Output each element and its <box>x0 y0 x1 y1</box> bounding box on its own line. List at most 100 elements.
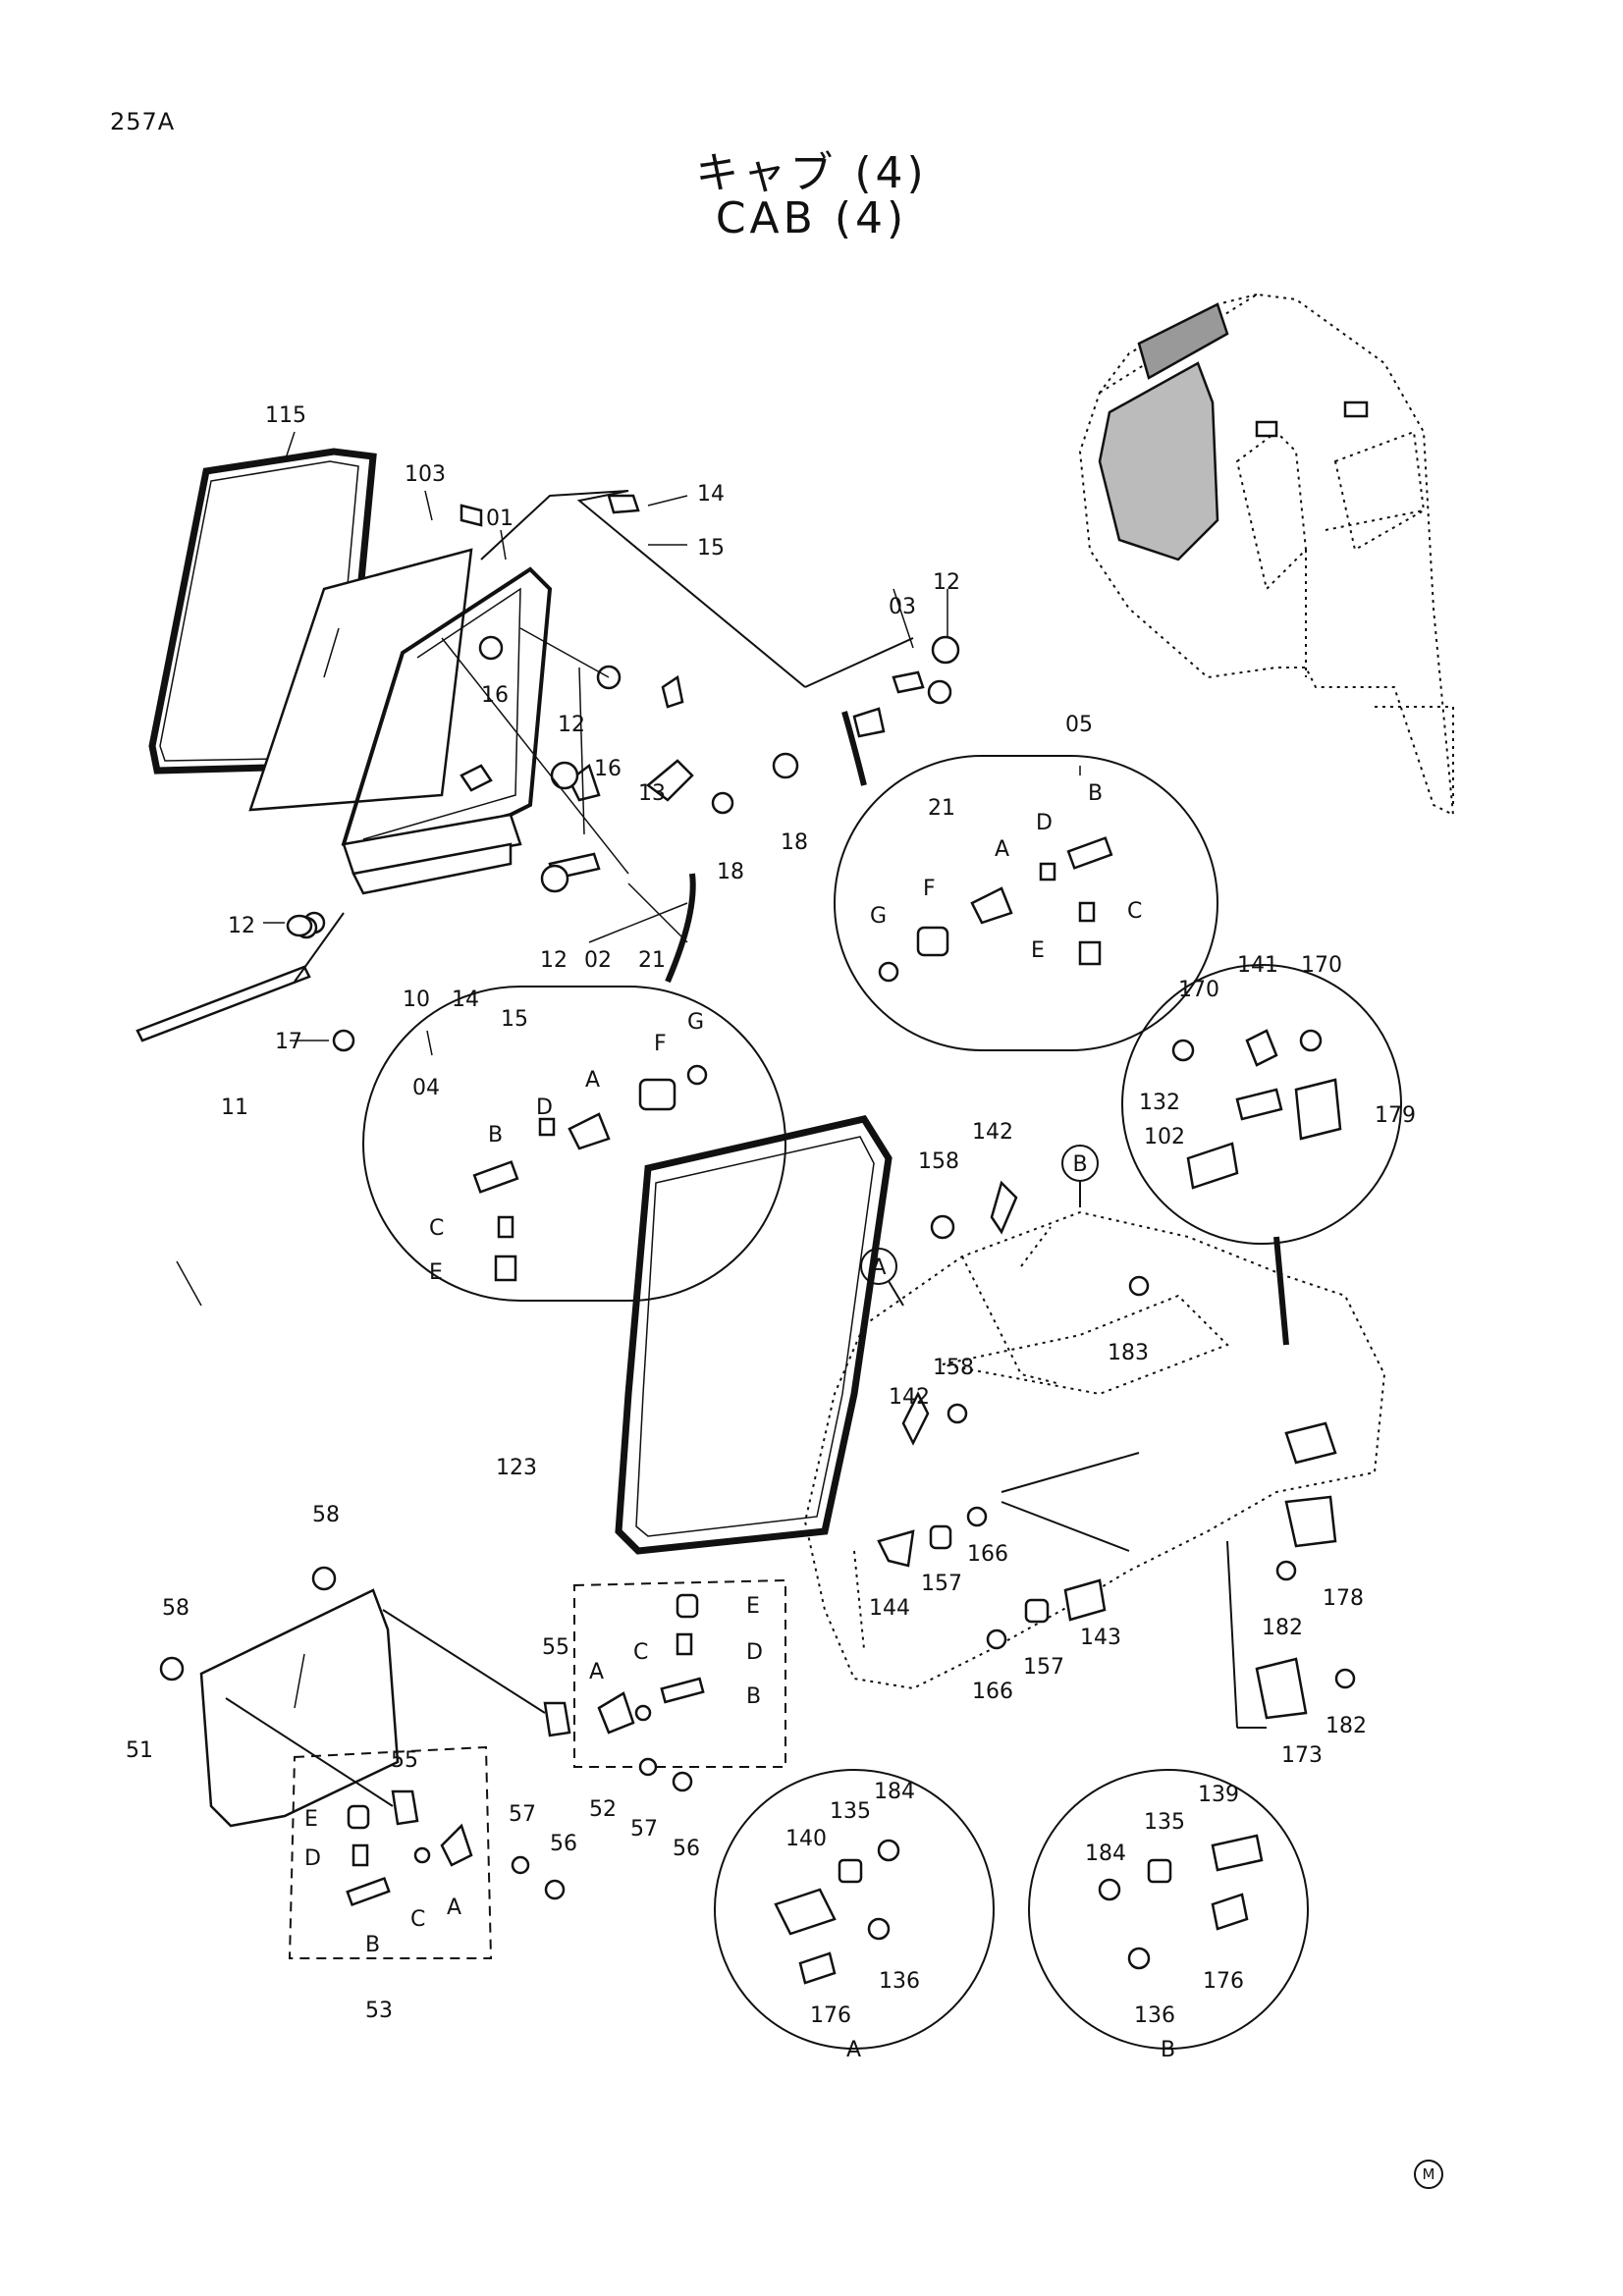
label-53-c: C <box>410 1907 425 1932</box>
label-183: 183 <box>1108 1341 1149 1365</box>
label-14-low: 14 <box>452 988 479 1012</box>
label-115: 115 <box>265 403 306 428</box>
label-13: 13 <box>638 781 666 806</box>
label-12-left: 12 <box>228 914 255 938</box>
label-14-top: 14 <box>697 482 725 507</box>
label-05: 05 <box>1065 713 1093 737</box>
label-21-right: 21 <box>928 796 955 821</box>
label-04: 04 <box>412 1076 440 1100</box>
cab-frame-drawing <box>615 1115 1386 1729</box>
label-04-d: D <box>536 1095 553 1120</box>
m-mark: M <box>1414 2160 1443 2189</box>
label-53-e: E <box>304 1807 318 1832</box>
label-143: 143 <box>1080 1626 1121 1650</box>
label-142-top: 142 <box>972 1120 1013 1145</box>
label-182-left: 182 <box>1262 1616 1303 1640</box>
label-04-g: G <box>687 1010 704 1035</box>
label-132: 132 <box>1139 1091 1180 1115</box>
label-detail-b: B <box>1161 2038 1175 2062</box>
label-166-left: 166 <box>967 1542 1008 1567</box>
label-15-top: 15 <box>697 536 725 561</box>
label-170-right: 170 <box>1301 953 1342 978</box>
label-176-a: 176 <box>810 2003 851 2028</box>
label-12-mid: 12 <box>558 713 585 737</box>
label-170-left: 170 <box>1178 978 1219 1002</box>
label-102: 102 <box>1144 1125 1185 1149</box>
label-01: 01 <box>486 507 514 531</box>
label-52-c: C <box>633 1640 648 1665</box>
label-04-c: C <box>429 1216 444 1241</box>
callout-a: A <box>871 1255 886 1280</box>
label-123: 123 <box>496 1456 537 1480</box>
detail-04-drawing <box>362 873 786 1302</box>
label-21-left: 21 <box>638 948 666 973</box>
detail-a-drawing <box>714 1769 995 2050</box>
label-04-e: E <box>429 1260 443 1285</box>
label-56-right: 56 <box>673 1837 700 1861</box>
label-04-a: A <box>585 1068 600 1093</box>
label-04-b: B <box>488 1123 503 1148</box>
label-53-a: A <box>447 1896 461 1920</box>
label-136-b: 136 <box>1134 2003 1175 2028</box>
label-11: 11 <box>221 1095 248 1120</box>
label-16-right: 16 <box>594 757 622 781</box>
leader-lines <box>176 431 1081 1307</box>
label-05-b: B <box>1088 781 1103 806</box>
label-184-a: 184 <box>874 1780 915 1804</box>
label-58-left: 58 <box>162 1596 189 1621</box>
label-176-b: 176 <box>1203 1969 1244 1994</box>
label-139: 139 <box>1198 1783 1239 1807</box>
label-10: 10 <box>403 988 430 1012</box>
callout-a-circle <box>860 1248 897 1285</box>
door-window-assembly <box>135 448 960 1052</box>
title-japanese: キャブ (4) <box>695 148 928 198</box>
label-184-b: 184 <box>1085 1842 1126 1866</box>
label-178: 178 <box>1323 1586 1364 1611</box>
label-52-d: D <box>746 1640 763 1665</box>
label-55-left: 55 <box>391 1748 418 1773</box>
label-05-c: C <box>1127 899 1142 924</box>
label-17: 17 <box>275 1030 302 1054</box>
label-179: 179 <box>1375 1103 1416 1128</box>
label-140: 140 <box>785 1827 827 1851</box>
label-144: 144 <box>869 1596 910 1621</box>
title-english: CAB (4) <box>715 193 908 243</box>
label-05-e: E <box>1031 938 1045 963</box>
label-52-a: A <box>589 1660 604 1684</box>
callout-b: B <box>1072 1152 1087 1177</box>
label-166-right: 166 <box>972 1680 1013 1704</box>
label-18-left: 18 <box>717 860 744 884</box>
label-12-right: 12 <box>933 570 960 595</box>
label-52-b: B <box>746 1684 761 1709</box>
label-135-a: 135 <box>830 1799 871 1824</box>
label-58-top: 58 <box>312 1503 340 1527</box>
lower-window-drawing <box>159 1566 786 1959</box>
label-16-left: 16 <box>481 683 509 708</box>
label-05-g: G <box>870 904 887 929</box>
label-136-a: 136 <box>879 1969 920 1994</box>
label-05-f: F <box>923 877 936 901</box>
label-05-a: A <box>995 837 1009 862</box>
detail-latch-drawing <box>1121 964 1402 1346</box>
label-53: 53 <box>365 1999 393 2023</box>
label-51: 51 <box>126 1738 153 1763</box>
label-157-left: 157 <box>921 1572 962 1596</box>
label-173: 173 <box>1281 1743 1323 1768</box>
label-52-e: E <box>746 1594 760 1619</box>
label-57-right: 57 <box>630 1817 658 1842</box>
label-55-right: 55 <box>542 1635 569 1660</box>
cab-overview-drawing <box>1078 293 1455 817</box>
label-56-left: 56 <box>550 1832 577 1856</box>
label-04-f: F <box>654 1032 667 1056</box>
label-142-low: 142 <box>889 1385 930 1410</box>
label-05-d: D <box>1036 811 1053 835</box>
label-15-low: 15 <box>501 1007 528 1032</box>
label-18-right: 18 <box>781 830 808 855</box>
label-158-low: 158 <box>933 1356 974 1380</box>
label-53-b: B <box>365 1933 380 1957</box>
label-158-top: 158 <box>918 1149 959 1174</box>
label-03: 03 <box>889 595 916 619</box>
detail-05-drawing <box>834 711 1218 1051</box>
detail-b-drawing <box>1028 1769 1309 2050</box>
